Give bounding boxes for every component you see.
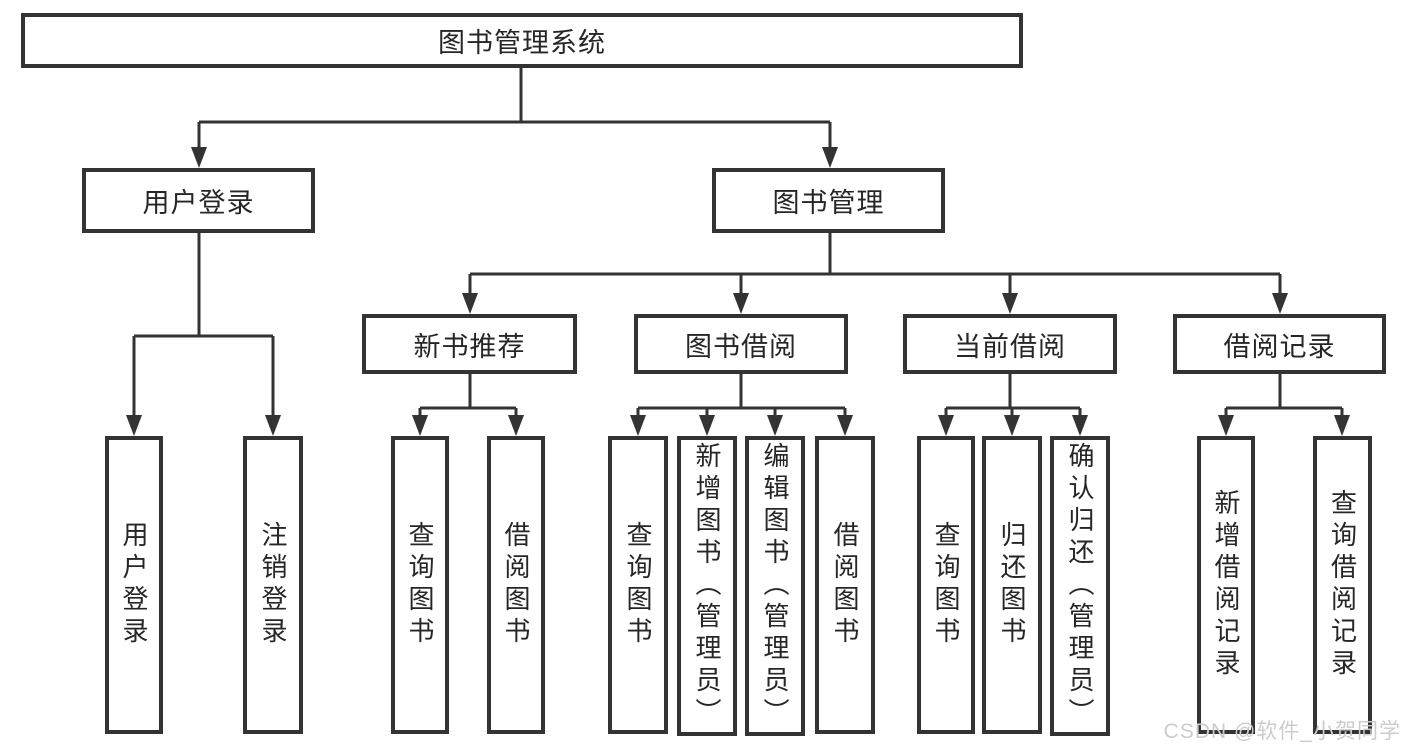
node-book-borrowing: 图书借阅 xyxy=(634,314,848,374)
leaf-borrow-books: 借阅图书 xyxy=(815,436,875,734)
leaf-add-books-admin: 新增图书（管理员） xyxy=(677,436,737,736)
leaf-borrow-books-recommend: 借阅图书 xyxy=(487,436,545,734)
leaf-edit-books-admin: 编辑图书（管理员） xyxy=(745,436,805,736)
node-current-borrowing: 当前借阅 xyxy=(903,314,1117,374)
leaf-query-borrow-record: 查询借阅记录 xyxy=(1313,436,1372,734)
leaf-return-books: 归还图书 xyxy=(982,436,1042,734)
node-library-management-system: 图书管理系统 xyxy=(21,13,1023,68)
leaf-add-borrow-record: 新增借阅记录 xyxy=(1197,436,1255,734)
leaf-query-books-recommend: 查询图书 xyxy=(391,436,449,734)
csdn-watermark: CSDN @软件_小贺同学 xyxy=(1163,720,1401,743)
leaf-logout: 注销登录 xyxy=(243,436,303,734)
leaf-confirm-return-admin: 确认归还（管理员） xyxy=(1050,436,1110,736)
node-book-management: 图书管理 xyxy=(712,168,945,233)
node-new-book-recommendation: 新书推荐 xyxy=(362,314,577,374)
node-user-login: 用户登录 xyxy=(82,168,315,233)
leaf-user-login: 用户登录 xyxy=(105,436,163,734)
node-borrowing-records: 借阅记录 xyxy=(1173,314,1386,374)
leaf-query-books-borrow: 查询图书 xyxy=(608,436,668,734)
leaf-query-books-current: 查询图书 xyxy=(917,436,975,734)
